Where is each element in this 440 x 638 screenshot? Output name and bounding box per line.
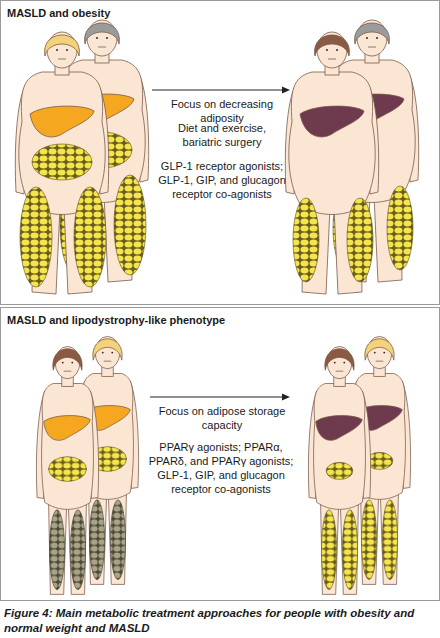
fat-tissue	[49, 510, 64, 590]
treatment-text: PPARγ agonists; PPARα, PPARδ, and PPARγ …	[139, 440, 303, 496]
fat-tissue	[342, 510, 357, 590]
treatment-arrow	[152, 90, 284, 91]
fat-tissue	[114, 175, 146, 275]
person-figure	[15, 32, 108, 294]
person-figure	[308, 346, 370, 594]
fat-tissue	[110, 500, 125, 580]
treatment-text: GLP-1 receptor agonists; GLP-1, GIP, and…	[149, 159, 295, 201]
treatment-text: Diet and exercise, bariatric surgery	[157, 121, 287, 149]
panel-heading: MASLD and lipodystrophy-like phenotype	[7, 313, 327, 327]
fat-tissue	[326, 462, 353, 479]
body-outline	[36, 346, 98, 594]
fat-tissue	[382, 500, 397, 580]
body-outline	[285, 32, 378, 294]
arrow-head	[282, 394, 290, 401]
arrow-head	[282, 87, 290, 94]
person-figure	[36, 346, 98, 594]
fat-tissue	[361, 500, 376, 580]
panel-heading: MASLD and obesity	[7, 6, 307, 20]
figure-caption: Figure 4: Main metabolic treatment appro…	[4, 606, 436, 636]
figure-panel: MASLD and obesityFocus on decreasing adi…	[0, 0, 440, 305]
person-figure	[285, 32, 378, 294]
treatment-text: Focus on decreasing adiposity	[149, 97, 295, 125]
figure-panel: MASLD and lipodystrophy-like phenotypeFo…	[0, 307, 440, 601]
fat-tissue	[32, 144, 92, 180]
body-outline	[15, 32, 108, 294]
fat-tissue	[49, 457, 87, 482]
fat-tissue	[321, 510, 336, 590]
fat-tissue	[387, 186, 413, 270]
treatment-arrow	[150, 397, 284, 398]
fat-tissue	[347, 198, 373, 282]
fat-tissue	[20, 187, 52, 287]
fat-tissue	[74, 187, 106, 287]
body-outline	[308, 346, 370, 594]
fat-tissue	[293, 198, 319, 282]
treatment-text: Focus on adipose storage capacity	[153, 404, 291, 432]
fat-tissue	[89, 500, 104, 580]
fat-tissue	[70, 510, 85, 590]
